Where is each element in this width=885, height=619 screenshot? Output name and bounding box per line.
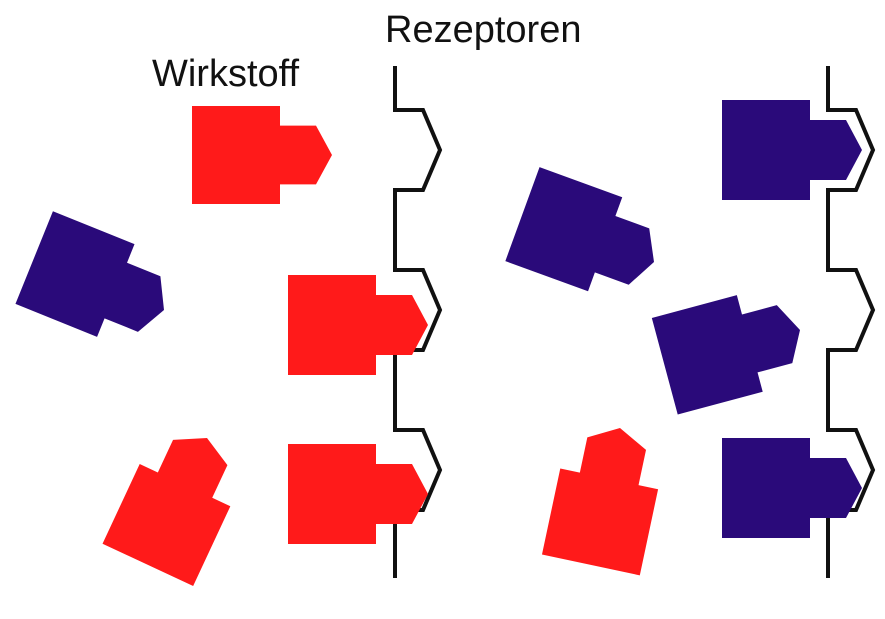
drug-molecule-free-bottom [102, 416, 253, 587]
receptors-label: Rezeptoren [385, 9, 581, 51]
receptor-membrane-left [393, 66, 443, 578]
blocker-molecule-free-left [15, 211, 183, 357]
blocker-molecule-bound-top [722, 100, 862, 200]
blocker-molecule-bound-bottom [722, 438, 862, 538]
drug-molecule-bound-middle [288, 275, 428, 375]
drug-molecule-free-right-bottom [541, 417, 669, 576]
drug-molecule-free-top [192, 106, 332, 204]
drug-molecule-bound-bottom [288, 444, 428, 544]
drug-label: Wirkstoff [152, 53, 300, 95]
blocker-molecule-free-middle [651, 281, 813, 415]
blocker-molecule-free-upper [505, 167, 672, 309]
receptor-membrane-right [826, 66, 876, 578]
